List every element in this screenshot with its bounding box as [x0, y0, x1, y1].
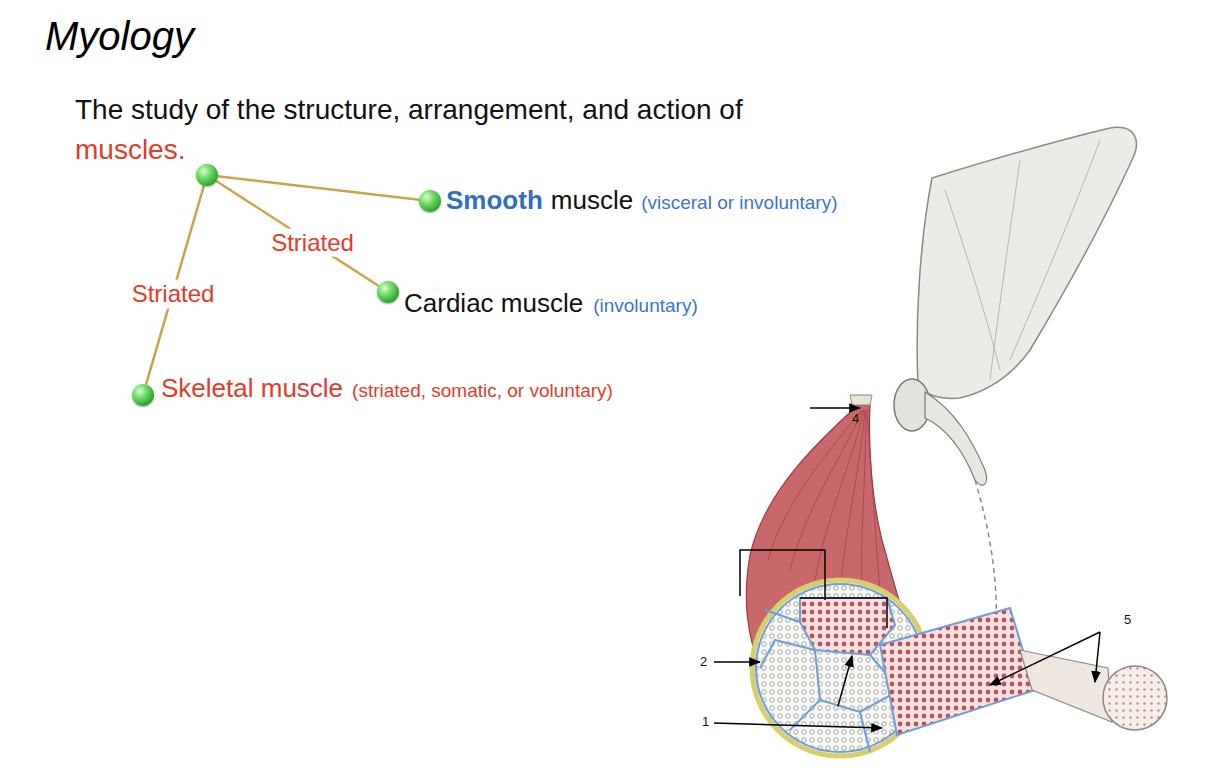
hidden-outline: [975, 480, 996, 625]
node-text: muscles.: [75, 133, 185, 167]
node-text: Cardiac muscle: [404, 288, 583, 319]
muscle-striations: [768, 410, 880, 590]
bracket: [740, 550, 825, 600]
slide-title: Myology: [45, 12, 194, 60]
callout-number: 5: [1124, 612, 1131, 628]
callout-number: 1: [702, 714, 709, 730]
edge-label: Striated: [128, 280, 219, 309]
node-text: (striated, somatic, or voluntary): [352, 380, 613, 403]
node-text: (visceral or involuntary): [641, 192, 837, 215]
bone-shading: [945, 140, 1100, 380]
callout-number: 2: [700, 654, 707, 670]
muscle-fiber: [1020, 650, 1112, 722]
node-text: muscle: [551, 185, 633, 216]
branch-node: Cardiac muscle(involuntary): [377, 281, 399, 303]
node-text-row: Smooth muscle (visceral or involuntary): [446, 185, 838, 216]
leader-arrow: [1095, 632, 1100, 682]
node-text: Smooth: [446, 185, 543, 216]
node-text: (involuntary): [593, 295, 698, 318]
bracket: [800, 598, 887, 628]
edge-label: Striated: [267, 228, 358, 257]
branch-node: muscles.: [196, 164, 218, 186]
bone-blade: [917, 127, 1136, 398]
node-text-row: Skeletal muscle (striated, somatic, or vo…: [161, 373, 613, 404]
fascicle-bundle: [880, 608, 1035, 735]
branch-line: [218, 176, 419, 199]
node-text: Skeletal muscle: [161, 373, 343, 404]
branch-node: Skeletal muscle(striated, somatic, or vo…: [132, 384, 154, 406]
fascicle-borders: [760, 610, 900, 752]
definition-text: The study of the structure, arrangement,…: [75, 93, 743, 127]
callout-number: 4: [852, 411, 859, 427]
tendon: [850, 395, 872, 405]
leader-arrow: [990, 632, 1100, 685]
node-text-row: Cardiac muscle (involuntary): [404, 288, 698, 319]
node-text-row: muscles.: [75, 133, 185, 167]
leader-arrow: [714, 661, 760, 663]
branch-line: [216, 181, 379, 286]
fiber-end: [1103, 666, 1167, 730]
bone-process: [925, 392, 987, 485]
leader-arrow: [714, 723, 882, 728]
leader-arrow: [838, 656, 852, 706]
branch-node: Smoothmuscle(visceral or involuntary): [419, 190, 441, 212]
leader-arrow: [810, 407, 860, 409]
